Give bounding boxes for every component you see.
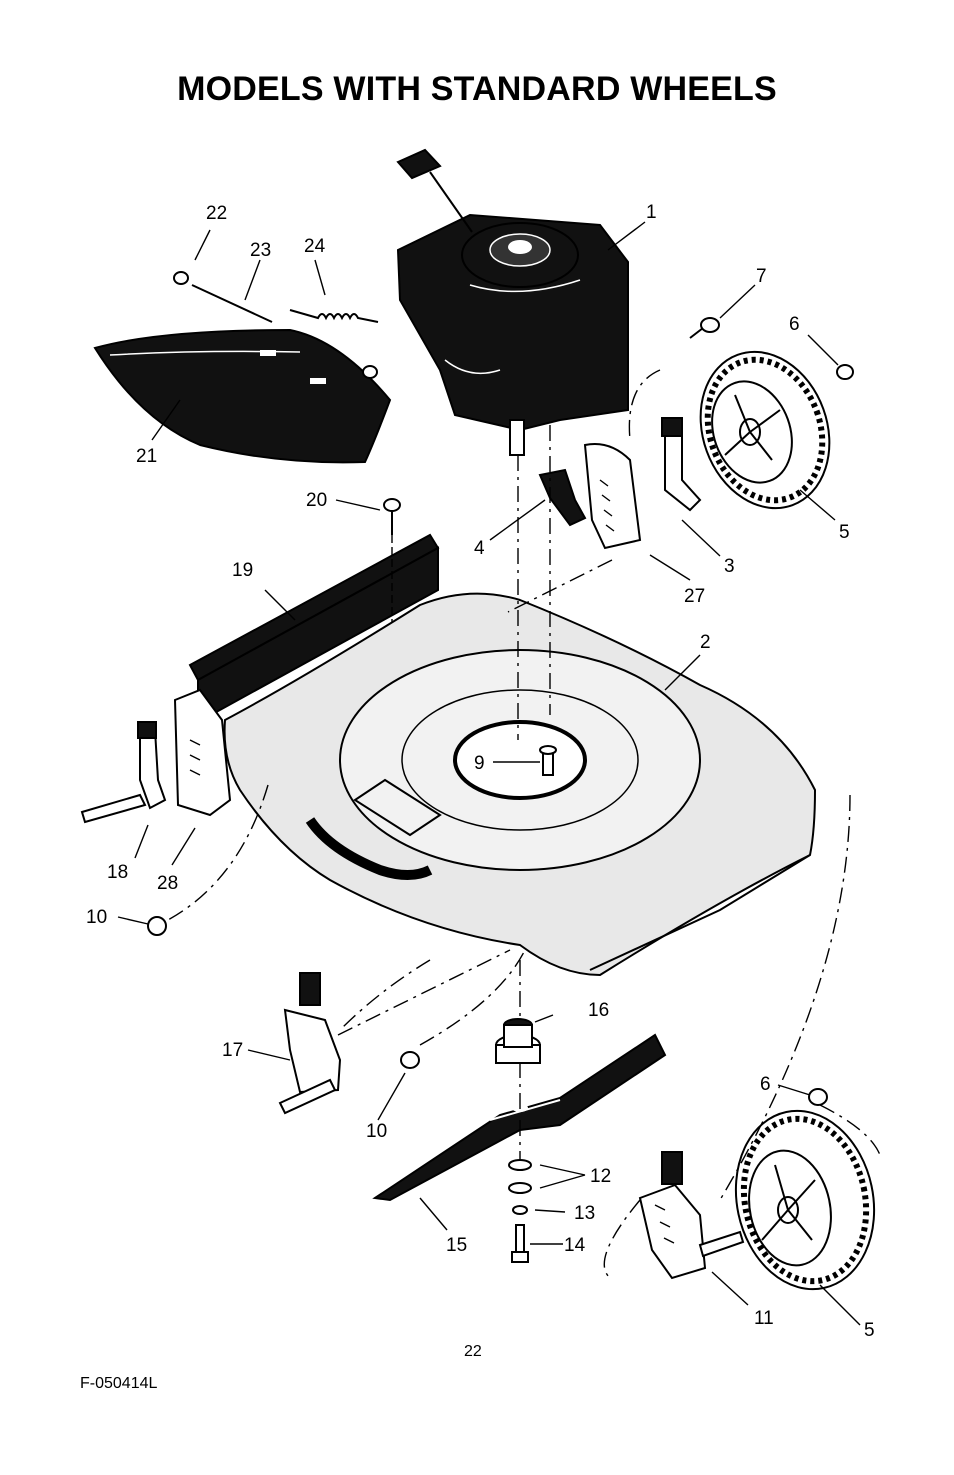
height-adjuster-11 bbox=[638, 1151, 745, 1280]
callout-1: 1 bbox=[646, 202, 657, 223]
nut-10-left bbox=[147, 916, 167, 936]
callout-21: 21 bbox=[136, 446, 157, 467]
wheel-upper bbox=[699, 350, 831, 510]
lever-4 bbox=[538, 468, 587, 527]
callout-23: 23 bbox=[250, 240, 271, 261]
callout-16: 16 bbox=[588, 1000, 609, 1021]
callout-17: 17 bbox=[222, 1040, 243, 1061]
washers-and-bolt bbox=[508, 1159, 532, 1263]
height-adjuster-front-left bbox=[80, 688, 232, 824]
grass-deflector bbox=[93, 271, 392, 464]
nut-22 bbox=[173, 271, 189, 285]
callout-3: 3 bbox=[724, 556, 735, 577]
callout-labels: 1 2 3 4 5 5 6 6 7 9 10 10 11 12 13 14 15… bbox=[86, 202, 875, 1341]
leader-lines bbox=[117, 221, 861, 1326]
wheel-lower bbox=[734, 1109, 876, 1291]
callout-10-center: 10 bbox=[366, 1121, 387, 1142]
callout-13: 13 bbox=[574, 1203, 595, 1224]
callout-6-lower: 6 bbox=[760, 1074, 771, 1095]
nut-10-center bbox=[400, 1051, 420, 1069]
bolt-9 bbox=[539, 745, 557, 776]
callout-18: 18 bbox=[107, 862, 128, 883]
callout-4: 4 bbox=[474, 538, 485, 559]
callout-28: 28 bbox=[157, 873, 178, 894]
height-adjuster-17 bbox=[278, 972, 342, 1115]
callout-5-lower: 5 bbox=[864, 1320, 875, 1341]
document-code: F-050414L bbox=[80, 1375, 158, 1392]
callout-5-upper: 5 bbox=[839, 522, 850, 543]
callout-27: 27 bbox=[684, 586, 705, 607]
callout-9: 9 bbox=[474, 753, 485, 774]
callout-22: 22 bbox=[206, 203, 227, 224]
callout-7: 7 bbox=[756, 266, 767, 287]
blade-adapter-16 bbox=[495, 1018, 541, 1064]
bolt-7 bbox=[689, 317, 720, 339]
callout-19: 19 bbox=[232, 560, 253, 581]
engine bbox=[396, 148, 629, 456]
page-number: 22 bbox=[464, 1343, 482, 1360]
page-title: MODELS WITH STANDARD WHEELS bbox=[177, 70, 777, 108]
callout-14: 14 bbox=[564, 1235, 586, 1256]
nut-6-lower bbox=[808, 1088, 828, 1106]
nut-6-upper bbox=[836, 364, 854, 380]
callout-6-upper: 6 bbox=[789, 314, 800, 335]
callout-24: 24 bbox=[304, 236, 326, 257]
callout-2: 2 bbox=[700, 632, 711, 653]
callout-12: 12 bbox=[590, 1166, 611, 1187]
callout-10-left: 10 bbox=[86, 907, 107, 928]
callout-20: 20 bbox=[306, 490, 327, 511]
height-adjuster-rear bbox=[538, 417, 702, 550]
spring-24 bbox=[289, 309, 379, 323]
rod-23 bbox=[191, 284, 273, 323]
callout-11: 11 bbox=[754, 1308, 774, 1329]
assembly-guide-lines bbox=[167, 369, 881, 1279]
callout-15: 15 bbox=[446, 1235, 467, 1256]
mower-deck bbox=[223, 592, 817, 977]
